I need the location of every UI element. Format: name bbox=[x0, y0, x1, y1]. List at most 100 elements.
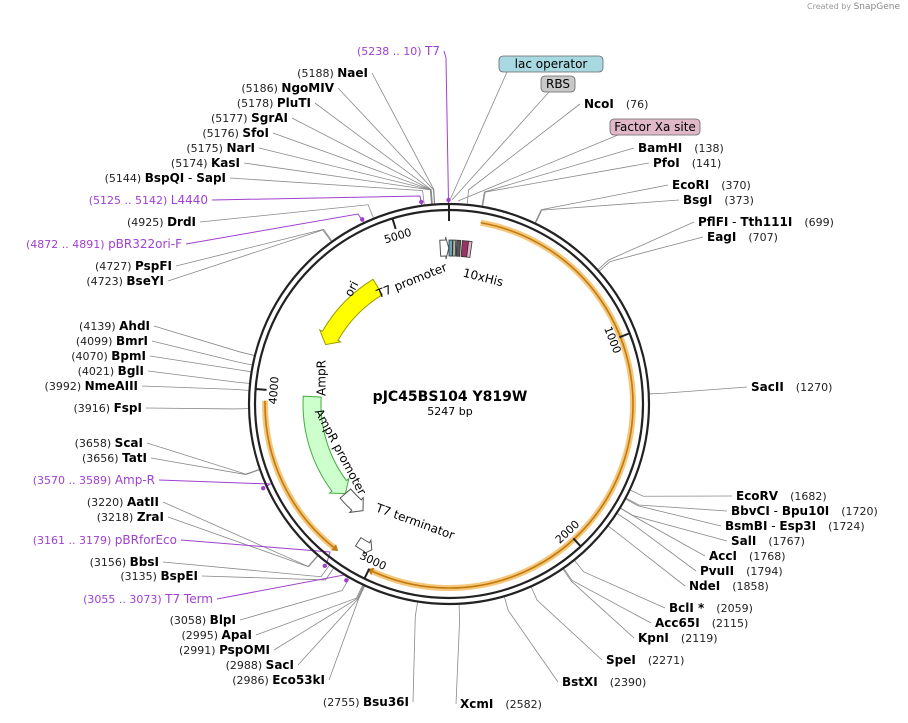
enzyme-connector bbox=[535, 199, 680, 223]
primer-name: L4440 bbox=[171, 193, 208, 207]
enzyme-coord: (2271) bbox=[648, 654, 685, 667]
enzyme-coord: (2115) bbox=[712, 617, 749, 630]
enzyme-name: NmeAIII bbox=[85, 379, 138, 393]
enzyme-name: BseYI bbox=[126, 274, 164, 288]
enzyme-label: BbvCI - Bpu10I(1720) bbox=[731, 504, 878, 518]
primer-name: Amp-R bbox=[115, 473, 155, 487]
enzyme-coord: (4925) bbox=[127, 216, 167, 229]
enzyme-coord: (1767) bbox=[768, 535, 805, 548]
primer-site-mark bbox=[360, 217, 365, 222]
enzyme-name: FspI bbox=[114, 401, 142, 415]
enzyme-name-alt: Tth111I bbox=[740, 215, 792, 229]
enzyme-connector bbox=[598, 221, 695, 270]
ori-arrow bbox=[318, 278, 384, 346]
enzyme-coord: (4099) bbox=[76, 335, 116, 348]
enzyme-label: (5188) NaeI bbox=[297, 66, 368, 80]
primer-label: (3570 .. 3589) Amp-R bbox=[33, 473, 155, 487]
boxed-label-bg bbox=[540, 75, 576, 93]
primer-label: (5125 .. 5142) L4440 bbox=[89, 193, 208, 207]
enzyme-name: Eco53kI bbox=[272, 673, 325, 687]
ampr-arrow bbox=[302, 395, 350, 495]
primer-range: (3055 .. 3073) bbox=[83, 593, 165, 606]
enzyme-connector bbox=[530, 587, 603, 661]
enzyme-label: (5174) KasI bbox=[171, 156, 240, 170]
enzyme-label: SalI (1767) bbox=[731, 534, 805, 548]
enzyme-coord: (5176) bbox=[202, 127, 242, 140]
enzyme-name: ZraI bbox=[137, 510, 164, 524]
enzyme-label: (5144) BspQI - SapI bbox=[105, 171, 226, 185]
enzyme-coord: (1724) bbox=[828, 520, 865, 533]
enzyme-name: BbvCI bbox=[731, 504, 770, 518]
enzyme-name: ScaI bbox=[115, 436, 143, 450]
enzyme-name: ApaI bbox=[222, 628, 252, 642]
enzyme-connector bbox=[620, 508, 706, 557]
lac-operator-box bbox=[448, 239, 453, 257]
enzyme-name: EagI bbox=[707, 230, 736, 244]
enzyme-label: BamHI(138) bbox=[638, 141, 724, 155]
enzyme-name: BclI * bbox=[669, 601, 705, 615]
enzyme-connector bbox=[371, 72, 436, 204]
enzyme-name: KpnI bbox=[638, 631, 669, 645]
enzyme-name: PflFI bbox=[698, 215, 728, 229]
enzyme-connector bbox=[145, 407, 249, 410]
primer-name: pBRforEco bbox=[115, 533, 177, 547]
enzyme-label: (4070) BpmI bbox=[71, 349, 146, 363]
enzyme-connector bbox=[162, 501, 318, 567]
enzyme-coord: (2986) bbox=[232, 674, 272, 687]
enzyme-name: SacI bbox=[266, 658, 294, 672]
enzyme-name: NcoI bbox=[584, 97, 614, 111]
enzyme-separator: - bbox=[728, 215, 740, 229]
ampr-label: AmpR bbox=[315, 360, 329, 396]
enzyme-coord: (5144) bbox=[105, 172, 145, 185]
enzyme-coord: (707) bbox=[748, 231, 778, 244]
enzyme-coord: (4021) bbox=[78, 365, 118, 378]
enzyme-connector bbox=[574, 560, 666, 609]
credit-prefix: Created by bbox=[807, 2, 852, 11]
enzyme-connector bbox=[146, 442, 260, 475]
enzyme-connector bbox=[562, 569, 635, 639]
enzyme-connector bbox=[199, 204, 374, 223]
enzyme-coord: (3656) bbox=[82, 452, 122, 465]
enzyme-coord: (699) bbox=[804, 216, 834, 229]
enzyme-label: (3656) TatI bbox=[82, 451, 147, 465]
enzyme-name: BlpI bbox=[210, 613, 236, 627]
primer-site-mark bbox=[260, 485, 266, 491]
t7-terminator-arrow bbox=[354, 536, 373, 556]
enzyme-name: DrdI bbox=[167, 215, 196, 229]
enzyme-name: NaeI bbox=[337, 66, 368, 80]
enzyme-connector bbox=[272, 132, 433, 204]
enzyme-name: PspFI bbox=[135, 259, 172, 273]
enzyme-name: SalI bbox=[731, 534, 756, 548]
enzyme-coord: (3916) bbox=[74, 402, 114, 415]
primer-label: (5238 .. 10) T7 bbox=[357, 44, 440, 58]
enzyme-coord: (1768) bbox=[749, 550, 786, 563]
enzyme-connector bbox=[239, 578, 350, 621]
enzyme-label: SpeI(2271) bbox=[606, 653, 684, 667]
boxed-label-text: lac operator bbox=[515, 57, 588, 71]
ampr-promoter-arrow bbox=[339, 488, 364, 514]
enzyme-connector bbox=[599, 236, 704, 272]
credit-brand: SnapGene bbox=[853, 2, 900, 12]
enzyme-label: (3135) BspEI bbox=[120, 569, 198, 583]
enzyme-label: (3218) ZraI bbox=[97, 510, 164, 524]
primer-connector bbox=[443, 50, 450, 204]
ruler-tick bbox=[391, 218, 397, 230]
enzyme-coord: (1682) bbox=[790, 490, 827, 503]
connector-lines bbox=[141, 50, 748, 705]
enzyme-coord: (1794) bbox=[746, 565, 783, 578]
enzyme-coord: (2582) bbox=[505, 698, 542, 711]
enzyme-name: SgrAI bbox=[251, 111, 288, 125]
enzyme-name: AhdI bbox=[119, 319, 150, 333]
enzyme-name: NgoMIV bbox=[281, 81, 334, 95]
enzyme-connector bbox=[150, 457, 260, 475]
enzyme-name: BspEI bbox=[160, 569, 198, 583]
enzyme-connector bbox=[175, 228, 333, 267]
enzyme-connector bbox=[167, 229, 332, 282]
enzyme-name: BsmBI bbox=[725, 519, 767, 533]
enzyme-name: PspOMI bbox=[219, 643, 270, 657]
enzyme-coord: (2059) bbox=[716, 602, 753, 615]
enzyme-connector bbox=[504, 597, 559, 683]
enzyme-label: BstXI(2390) bbox=[562, 675, 646, 689]
enzyme-connector bbox=[147, 370, 250, 384]
